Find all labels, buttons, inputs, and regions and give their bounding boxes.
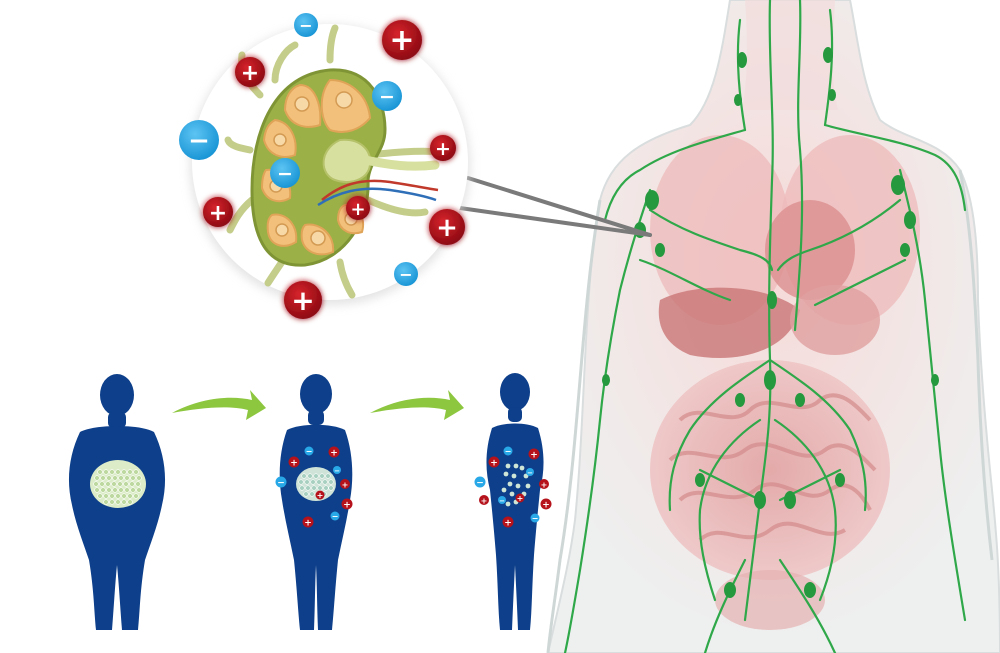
neck	[742, 0, 838, 110]
svg-text:+: +	[241, 61, 259, 86]
svg-text:+: +	[504, 519, 512, 529]
svg-text:−: −	[399, 265, 412, 284]
svg-text:+: +	[290, 459, 298, 469]
svg-text:+: +	[389, 23, 414, 58]
minus-charge-icon: −	[526, 468, 534, 477]
svg-text:+: +	[317, 491, 324, 500]
svg-text:+: +	[342, 481, 349, 490]
minus-charge-icon: −	[179, 120, 219, 160]
lymph-node-zoom	[190, 24, 470, 305]
plus-charge-icon: +	[288, 456, 300, 469]
svg-text:−: −	[379, 86, 395, 108]
minus-charge-icon: −	[498, 496, 506, 505]
plus-charge-icon: +	[502, 516, 514, 529]
fat-cells	[93, 469, 142, 505]
plus-charge-icon: +	[488, 456, 500, 469]
svg-text:−: −	[277, 479, 285, 489]
minus-charge-icon: −	[333, 466, 341, 475]
plus-charge-icon: +	[346, 196, 370, 220]
efferent-vessel	[360, 155, 440, 171]
artery	[321, 179, 439, 201]
silhouette-stage-2: + + + + + + − − − −	[275, 374, 353, 630]
liver	[658, 287, 800, 358]
fat-cells	[298, 473, 334, 497]
minus-charge-icon: −	[270, 158, 300, 188]
minus-charge-icon: −	[275, 476, 287, 489]
minus-charge-icon: −	[503, 446, 513, 456]
plus-charge-icon: +	[528, 448, 540, 461]
svg-text:−: −	[299, 16, 312, 35]
stage-2-charges: + + + + + + − − − −	[275, 446, 353, 529]
curved-arrow-icon	[370, 390, 464, 420]
svg-text:+: +	[541, 481, 548, 490]
minus-charge-icon: −	[394, 262, 418, 286]
female-silhouette-icon	[279, 374, 353, 630]
minus-charge-icon: −	[372, 81, 402, 111]
anatomical-body	[546, 0, 1000, 653]
charge-particles: + + + + + + + −	[179, 13, 465, 319]
svg-text:+: +	[304, 519, 312, 529]
lymph-nodes	[602, 47, 939, 598]
plus-charge-icon: +	[315, 490, 325, 500]
plus-charge-icon: +	[284, 281, 322, 319]
left-arm-outline	[546, 199, 602, 653]
svg-text:+: +	[343, 501, 351, 511]
minus-charge-icon: −	[330, 511, 340, 521]
intestine-coils	[668, 393, 877, 542]
svg-text:+: +	[481, 497, 488, 506]
plus-charge-icon: +	[235, 57, 265, 87]
svg-text:−: −	[306, 447, 313, 456]
silhouette-stage-3: + + + + + + + − − − − −	[474, 373, 552, 630]
plus-charge-icon: +	[340, 479, 350, 490]
svg-text:−: −	[499, 497, 505, 505]
svg-text:+: +	[435, 138, 451, 160]
svg-text:+: +	[517, 494, 524, 503]
plus-charge-icon: +	[302, 516, 314, 529]
svg-text:+: +	[209, 201, 227, 226]
plus-charge-icon: +	[429, 209, 465, 245]
svg-text:+: +	[291, 284, 314, 317]
curved-arrow-icon	[172, 390, 266, 420]
right-arm-outline	[958, 169, 994, 561]
lymphatic-vessels	[563, 0, 967, 653]
svg-text:+: +	[542, 501, 550, 511]
plus-charge-icon: +	[430, 135, 456, 161]
minus-charge-icon: −	[294, 13, 318, 37]
plus-charge-icon: +	[540, 498, 552, 511]
svg-text:−: −	[532, 514, 539, 523]
zoom-connector-lines	[458, 176, 652, 237]
svg-text:−: −	[332, 512, 339, 521]
plus-charge-icon: +	[479, 495, 489, 506]
minus-charge-icon: −	[304, 446, 314, 456]
plus-charge-icon: +	[539, 479, 549, 490]
svg-text:−: −	[277, 163, 293, 185]
svg-text:+: +	[436, 213, 458, 243]
svg-text:+: +	[530, 451, 538, 461]
plus-charge-icon: +	[515, 493, 525, 503]
svg-text:+: +	[490, 459, 498, 469]
plus-charge-icon: +	[328, 446, 340, 459]
plus-charge-icon: +	[382, 20, 422, 60]
lungs-left	[650, 135, 790, 325]
minus-charge-icon: −	[474, 476, 486, 489]
vein	[317, 187, 437, 207]
svg-text:−: −	[334, 467, 340, 475]
svg-text:+: +	[350, 199, 365, 220]
svg-text:+: +	[330, 449, 338, 459]
bladder	[715, 570, 825, 630]
svg-text:−: −	[527, 469, 533, 477]
stomach	[790, 285, 880, 355]
plus-charge-icon: +	[203, 197, 233, 227]
svg-text:−: −	[505, 447, 512, 456]
svg-text:−: −	[188, 126, 210, 156]
svg-text:−: −	[476, 479, 484, 489]
stage-3-charges: + + + + + + + − − − − −	[474, 446, 552, 529]
minus-charge-icon: −	[530, 513, 540, 523]
plus-charge-icon: +	[341, 498, 353, 511]
silhouette-stage-1	[68, 374, 166, 630]
lymph-node-medulla	[322, 138, 372, 183]
